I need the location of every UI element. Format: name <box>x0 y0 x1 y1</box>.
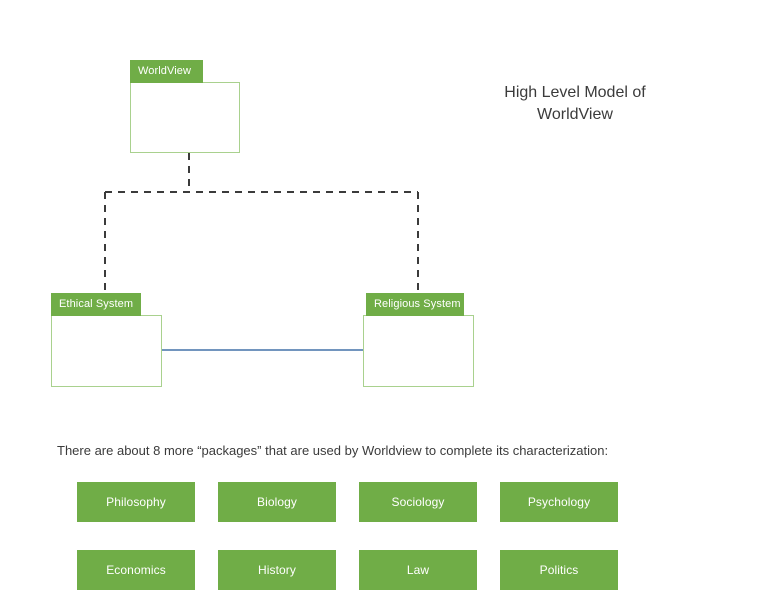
package-box-sociology[interactable]: Sociology <box>359 482 477 522</box>
package-ethical-system-body <box>51 315 162 387</box>
package-box-psychology[interactable]: Psychology <box>500 482 618 522</box>
package-religious-system[interactable]: Religious System <box>363 293 474 387</box>
diagram-title: High Level Model of WorldView <box>470 82 680 126</box>
packages-caption: There are about 8 more “packages” that a… <box>57 443 609 458</box>
package-grid-row-2: Economics History Law Politics <box>77 550 619 590</box>
package-box-philosophy[interactable]: Philosophy <box>77 482 195 522</box>
package-grid-row-1: Philosophy Biology Sociology Psychology <box>77 482 619 522</box>
package-worldview-tab-label: WorldView <box>130 60 203 83</box>
package-worldview-body <box>130 82 240 153</box>
package-religious-system-body <box>363 315 474 387</box>
package-ethical-system-tab-label: Ethical System <box>51 293 141 316</box>
package-religious-system-tab-label: Religious System <box>366 293 464 316</box>
package-worldview[interactable]: WorldView <box>130 60 240 153</box>
package-box-law[interactable]: Law <box>359 550 477 590</box>
diagram-title-line-2: WorldView <box>537 106 613 123</box>
package-ethical-system[interactable]: Ethical System <box>51 293 162 387</box>
package-box-politics[interactable]: Politics <box>500 550 618 590</box>
package-grid: Philosophy Biology Sociology Psychology … <box>77 482 619 590</box>
package-box-economics[interactable]: Economics <box>77 550 195 590</box>
diagram-title-line-1: High Level Model of <box>504 84 646 101</box>
package-box-biology[interactable]: Biology <box>218 482 336 522</box>
package-box-history[interactable]: History <box>218 550 336 590</box>
